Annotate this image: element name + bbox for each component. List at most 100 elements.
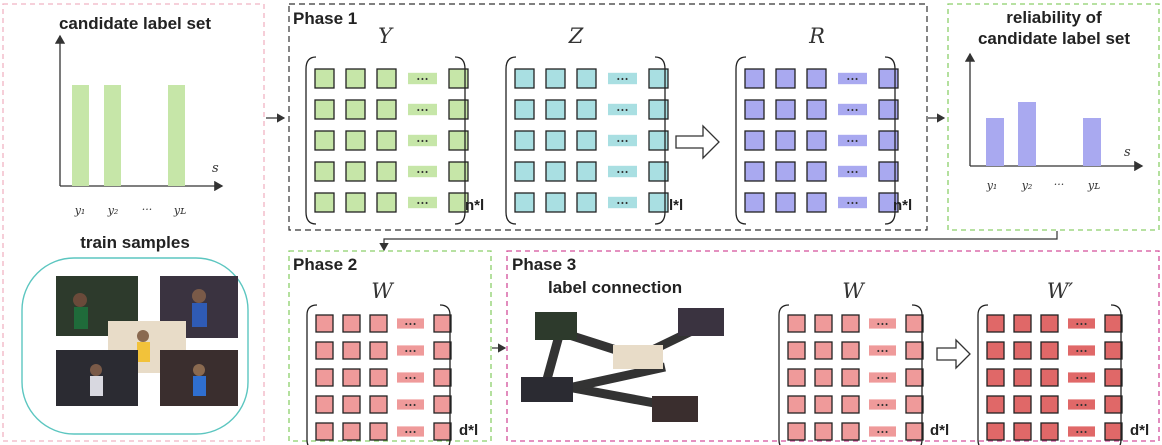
matrix-ellipsis-cell bbox=[397, 345, 424, 356]
matrix-cell bbox=[342, 368, 361, 387]
matrix-cell bbox=[814, 395, 833, 414]
matrix-cell bbox=[315, 422, 334, 441]
node-photo-center bbox=[613, 345, 663, 369]
matrix-ellipsis-cell bbox=[397, 318, 424, 329]
matrix-cell bbox=[576, 130, 597, 151]
reliability-bar-y2 bbox=[1018, 102, 1036, 166]
matrix-ellipsis-text: ••• bbox=[1075, 321, 1087, 329]
matrix-cell bbox=[545, 130, 566, 151]
matrix-cell bbox=[545, 161, 566, 182]
matrix-ellipsis-text: ••• bbox=[404, 348, 416, 356]
matrix-w-phase3: ••••••••••••••• bbox=[778, 304, 924, 445]
matrix-cell bbox=[576, 161, 597, 182]
matrix-ellipsis-text: ••• bbox=[846, 200, 858, 208]
matrix-cell bbox=[775, 68, 796, 89]
matrix-ellipsis-text: ••• bbox=[846, 169, 858, 177]
matrix-cell bbox=[814, 368, 833, 387]
matrix-right-bracket bbox=[654, 56, 666, 225]
matrix-cell bbox=[787, 368, 806, 387]
matrix-ellipsis-cell bbox=[608, 196, 637, 209]
matrix-cell bbox=[448, 192, 469, 213]
matrix-cell bbox=[376, 161, 397, 182]
rel-tick-y2: y₂ bbox=[1021, 179, 1033, 192]
matrix-right-bracket bbox=[1110, 304, 1122, 445]
matrix-cell bbox=[1040, 395, 1059, 414]
matrix-cell bbox=[376, 99, 397, 120]
matrix-ellipsis-text: ••• bbox=[1075, 429, 1087, 437]
matrix-ellipsis-text: ••• bbox=[616, 169, 628, 177]
matrix-cell bbox=[648, 99, 669, 120]
rel-tick-dots: ··· bbox=[1054, 178, 1065, 191]
matrix-cell bbox=[1013, 395, 1032, 414]
matrix-ellipsis-text: ••• bbox=[404, 375, 416, 383]
matrix-left-bracket bbox=[778, 304, 790, 445]
matrix-cell bbox=[1104, 314, 1123, 333]
rel-tick-y1: y₁ bbox=[986, 179, 998, 192]
matrix-cell bbox=[342, 395, 361, 414]
matrix-ellipsis-text: ••• bbox=[404, 429, 416, 437]
matrix-cell bbox=[369, 422, 388, 441]
matrix-ellipsis-cell bbox=[397, 426, 424, 437]
matrix-w-phase2-dims: d*l bbox=[459, 422, 478, 439]
matrix-cell bbox=[986, 422, 1005, 441]
matrix-ellipsis-text: ••• bbox=[616, 138, 628, 146]
matrix-cell bbox=[576, 68, 597, 89]
matrix-cell bbox=[814, 314, 833, 333]
phase1-title: Phase 1 bbox=[293, 9, 357, 28]
matrix-cell bbox=[514, 130, 535, 151]
matrix-ellipsis-cell bbox=[1068, 426, 1095, 437]
matrix-left-bracket bbox=[306, 304, 318, 445]
matrix-cell bbox=[369, 395, 388, 414]
matrix-left-bracket bbox=[977, 304, 989, 445]
matrix-cell bbox=[878, 68, 899, 89]
matrix-ellipsis-text: ••• bbox=[846, 138, 858, 146]
matrix-cell bbox=[775, 192, 796, 213]
matrix-ellipsis-cell bbox=[869, 372, 896, 383]
matrix-ellipsis-cell bbox=[869, 399, 896, 410]
phase1-frame bbox=[288, 3, 928, 231]
matrix-cell bbox=[345, 68, 366, 89]
node-photo-2 bbox=[678, 308, 724, 336]
matrix-cell bbox=[342, 341, 361, 360]
matrix-cell bbox=[576, 99, 597, 120]
matrix-ellipsis-cell bbox=[869, 426, 896, 437]
matrix-ellipsis-text: ••• bbox=[876, 321, 888, 329]
matrix-ellipsis-cell bbox=[408, 134, 437, 147]
matrix-ellipsis-text: ••• bbox=[876, 402, 888, 410]
matrix-cell bbox=[448, 161, 469, 182]
matrix-w-prime-dims: d*l bbox=[1130, 422, 1149, 439]
matrix-cell bbox=[986, 314, 1005, 333]
matrix-cell bbox=[314, 99, 335, 120]
matrix-cell bbox=[448, 130, 469, 151]
matrix-ellipsis-cell bbox=[1068, 345, 1095, 356]
phase2-frame bbox=[288, 250, 492, 442]
reliability-title-line2: candidate label set bbox=[978, 29, 1130, 48]
matrix-cell bbox=[545, 68, 566, 89]
matrix-cell bbox=[787, 395, 806, 414]
phase3-frame bbox=[506, 250, 1160, 442]
matrix-cell bbox=[878, 99, 899, 120]
matrix-ellipsis-cell bbox=[838, 72, 867, 85]
left-panel-border bbox=[2, 3, 265, 442]
connection-edge bbox=[541, 330, 565, 385]
matrix-ellipsis-cell bbox=[608, 72, 637, 85]
reliability-panel-border bbox=[947, 3, 1160, 231]
matrix-cell bbox=[744, 192, 765, 213]
matrix-cell bbox=[315, 314, 334, 333]
tick-yl: yʟ bbox=[173, 204, 186, 217]
matrix-cell bbox=[345, 161, 366, 182]
matrix-cell bbox=[841, 368, 860, 387]
matrix-cell bbox=[648, 130, 669, 151]
matrix-cell bbox=[775, 130, 796, 151]
candidate-label-chart: s y₁ y₂ ··· yʟ bbox=[54, 34, 224, 217]
matrix-cell bbox=[648, 161, 669, 182]
matrix-cell bbox=[376, 130, 397, 151]
matrix-cell bbox=[545, 99, 566, 120]
matrix-cell bbox=[1104, 341, 1123, 360]
matrix-cell bbox=[448, 68, 469, 89]
matrix-ellipsis-text: ••• bbox=[1075, 375, 1087, 383]
matrix-ellipsis-text: ••• bbox=[846, 107, 858, 115]
matrix-w-phase3-symbol: W bbox=[842, 279, 866, 303]
matrix-cell bbox=[314, 161, 335, 182]
matrix-cell bbox=[905, 422, 924, 441]
